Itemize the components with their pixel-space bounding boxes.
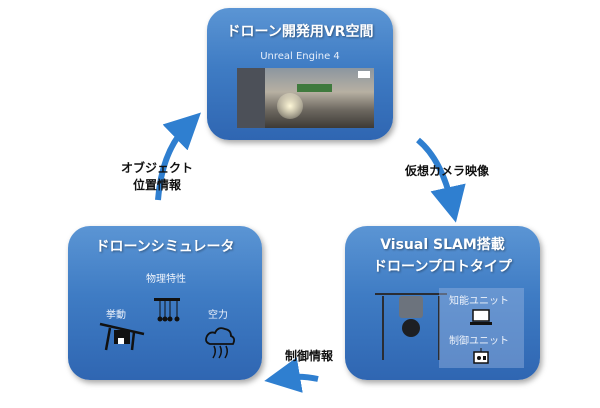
simulator-box: ドローンシミュレータ 物理特性 挙動 空力 [68,226,262,380]
simulator-title: ドローンシミュレータ [95,239,235,255]
object-info-line1: オブジェクト [120,161,193,175]
controller-icon [473,348,489,364]
units-panel: 知能ユニット 制御ユニット [439,288,524,368]
virtual-camera-label: 仮想カメラ映像 [405,164,490,178]
control-unit-label: 制御ユニット [449,336,509,347]
laptop-icon [470,309,492,325]
vr-space-subtitle: Unreal Engine 4 [260,51,340,62]
prototype-box: Visual SLAM搭載 ドローンプロトタイプ 知能ユニット 制御ユニット [345,226,540,380]
control-info-label: 制御情報 [285,349,334,363]
newtons-cradle-icon [154,298,180,322]
vr-screenshot-image [237,68,374,128]
arrow-to-simulator [264,357,319,393]
cloud-wind-icon [205,327,236,359]
drone-photo [375,293,447,360]
arrow-to-prototype [416,137,466,223]
behavior-label: 挙動 [106,310,126,321]
arrow-to-vr [155,112,201,201]
prototype-title-line2: ドローンプロトタイプ [373,259,512,275]
object-info-line2: 位置情報 [132,178,181,192]
physics-label: 物理特性 [146,274,186,285]
object-position-info-label: オブジェクト 位置情報 [112,160,202,194]
aero-label: 空力 [208,310,228,321]
vr-space-title: ドローン開発用VR空間 [226,24,374,40]
intelligence-unit-label: 知能ユニット [449,296,509,307]
vr-space-box: ドローン開発用VR空間 Unreal Engine 4 [207,8,393,140]
prototype-title-line1: Visual SLAM搭載 [380,237,505,253]
drone-icon [99,322,145,351]
